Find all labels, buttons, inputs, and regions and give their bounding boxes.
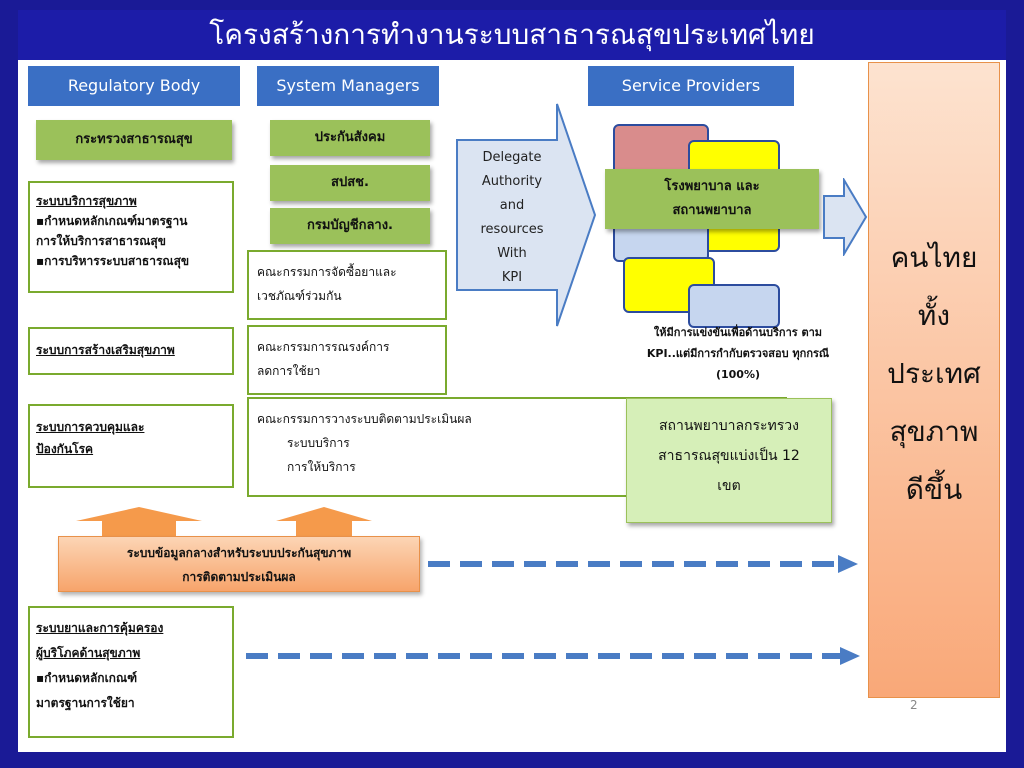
moph-hospitals-line: สาธารณสุขแบ่งเป็น 12 [658, 448, 800, 464]
nhso-box: สปสช. [270, 165, 430, 201]
header-regulatory-body: Regulatory Body [28, 66, 240, 106]
outcome-box: คนไทย ทั้ง ประเทศ สุขภาพ ดีขึ้น [868, 62, 1000, 698]
delegate-line: resources [480, 222, 544, 237]
delegate-line: and [499, 198, 525, 213]
delegate-line: With [497, 246, 527, 261]
drug-consumer-system: ระบบยาและการคุ้มครอง ผู้บริโภคด้านสุขภาพ… [28, 606, 234, 738]
up-arrow-right [276, 507, 372, 537]
health-service-line: ▪การบริหารระบบสาธารณสุข [36, 254, 190, 268]
data-system-line: การติดตามประเมินผล [182, 570, 296, 584]
campaign-line: คณะกรรมการรณรงค์การ [257, 340, 390, 354]
health-service-line: ▪กำหนดหลักเกณฑ์มาตรฐาน [36, 214, 188, 228]
central-data-system: ระบบข้อมูลกลางสำหรับระบบประกันสุขภาพ การ… [58, 536, 420, 592]
outcome-line: ดีขึ้น [905, 473, 963, 506]
disease-control-line: ระบบการควบคุมและ [36, 420, 145, 434]
campaign-line: ลดการใช้ยา [257, 364, 321, 378]
comptroller-box: กรมบัญชีกลาง. [270, 208, 430, 244]
monitoring-line: ระบบบริการ [287, 436, 350, 450]
disease-control-line: ป้องกันโรค [36, 442, 94, 456]
page-title: โครงสร้างการทำงานระบบสาธารณสุขประเทศไทย [18, 10, 1006, 60]
campaign-committee: คณะกรรมการรณรงค์การ ลดการใช้ยา [247, 325, 447, 395]
delegate-line: Delegate [482, 150, 542, 165]
dashed-arrow-drug [246, 647, 860, 665]
monitoring-line: คณะกรรมการวางระบบติดตามประเมินผล [257, 412, 472, 426]
delegate-line: Authority [481, 174, 543, 189]
competition-line: KPI..แต่มีการกำกับตรวจสอบ ทุกกรณี [646, 347, 830, 360]
page-number: 2 [910, 698, 918, 712]
monitoring-line: การให้บริการ [287, 460, 356, 474]
health-promotion-system: ระบบการสร้างเสริมสุขภาพ [28, 327, 234, 375]
header-system-managers: System Managers [257, 66, 439, 106]
health-service-line: การให้บริการสาธารณสุข [36, 234, 166, 248]
outcome-line: ทั้ง [917, 299, 951, 332]
health-promotion-label: ระบบการสร้างเสริมสุขภาพ [36, 343, 175, 357]
hospital-line: สถานพยาบาล [672, 203, 752, 218]
competition-line: ให้มีการแข่งขันเพื่อด้านบริการ ตาม [653, 326, 823, 339]
outcome-line: คนไทย [890, 241, 978, 274]
social-security-box: ประกันสังคม [270, 120, 430, 156]
provider-shape-blue [688, 284, 780, 328]
outcome-line: ประเทศ [887, 357, 981, 390]
hospital-box: โรงพยาบาล และ สถานพยาบาล [605, 169, 819, 229]
moph-hospitals-line: สถานพยาบาลกระทรวง [658, 418, 800, 434]
moph-hospitals-line: เขต [717, 478, 741, 494]
competition-note: ให้มีการแข่งขันเพื่อด้านบริการ ตาม KPI..… [610, 322, 866, 385]
provider-to-outcome-arrow [823, 178, 868, 256]
dashed-arrow-data [428, 555, 858, 573]
drug-system-line: ▪กำหนดหลักเกณฑ์ [36, 671, 138, 685]
delegate-line: KPI [501, 270, 523, 285]
outcome-line: สุขภาพ [889, 415, 979, 448]
delegate-arrow [456, 103, 597, 327]
header-service-providers: Service Providers [588, 66, 794, 106]
moph-hospitals-box: สถานพยาบาลกระทรวง สาธารณสุขแบ่งเป็น 12 เ… [626, 398, 832, 523]
drug-system-line: ผู้บริโภคด้านสุขภาพ [36, 646, 141, 660]
competition-line: (100%) [715, 368, 761, 381]
drug-system-line: ระบบยาและการคุ้มครอง [36, 621, 164, 635]
health-service-heading: ระบบบริการสุขภาพ [36, 194, 137, 208]
procurement-line: คณะกรรมการจัดซื้อยาและ [257, 265, 397, 279]
delegate-text: Delegate Authority and resources With KP… [462, 146, 562, 290]
disease-control-system: ระบบการควบคุมและ ป้องกันโรค [28, 404, 234, 488]
procurement-line: เวชภัณฑ์ร่วมกัน [257, 289, 342, 303]
drug-system-line: มาตรฐานการใช้ยา [36, 696, 135, 710]
data-system-line: ระบบข้อมูลกลางสำหรับระบบประกันสุขภาพ [126, 546, 352, 560]
ministry-box: กระทรวงสาธารณสุข [36, 120, 232, 160]
procurement-committee: คณะกรรมการจัดซื้อยาและ เวชภัณฑ์ร่วมกัน [247, 250, 447, 320]
hospital-line: โรงพยาบาล และ [664, 179, 760, 194]
health-service-system: ระบบบริการสุขภาพ ▪กำหนดหลักเกณฑ์มาตรฐาน … [28, 181, 234, 293]
up-arrow-left [76, 507, 202, 537]
